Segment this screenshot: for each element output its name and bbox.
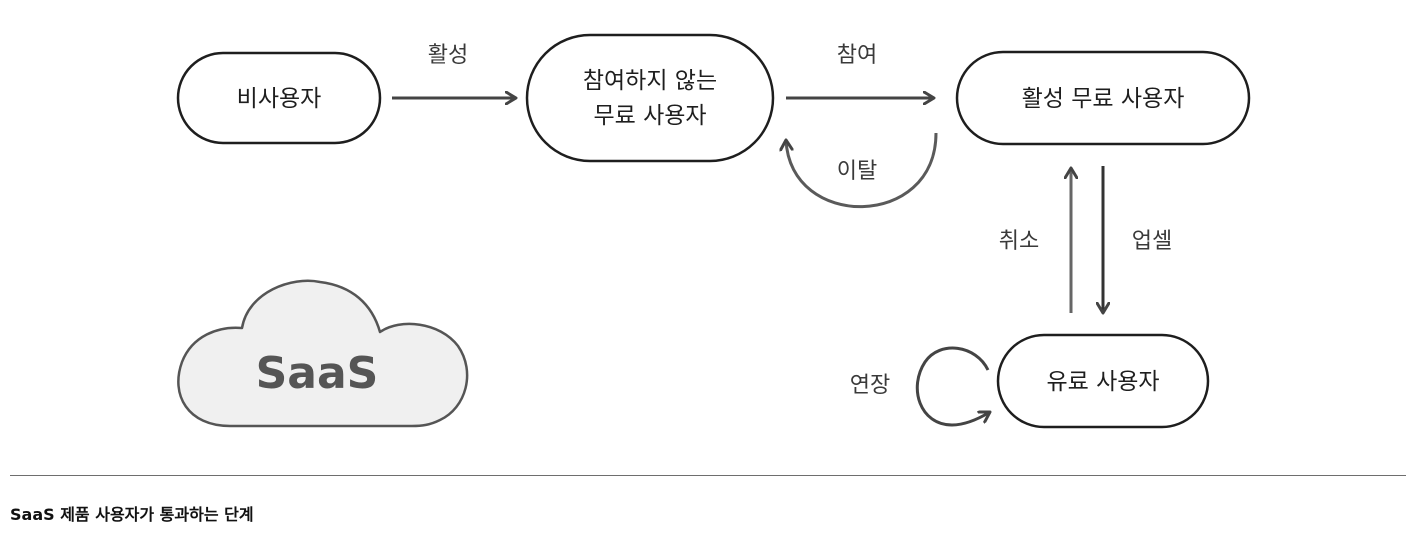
edge-renew: 연장 <box>850 346 990 427</box>
arrow-renew-loop <box>915 346 990 427</box>
arrow-churn <box>786 132 938 209</box>
edge-activate: 활성 <box>392 43 516 98</box>
edge-upsell: 업셀 <box>1103 166 1172 313</box>
node-active-free-user: 활성 무료 사용자 <box>955 50 1251 146</box>
edge-churn-label: 이탈 <box>837 159 877 184</box>
cloud-shape <box>177 279 469 428</box>
node-non-user-label: 비사용자 <box>237 86 322 112</box>
node-active-free-label: 활성 무료 사용자 <box>1022 86 1185 112</box>
node-paid-user: 유료 사용자 <box>996 333 1210 429</box>
node-inactive-free-user: 참여하지 않는 무료 사용자 <box>525 33 775 163</box>
edge-cancel: 취소 <box>999 168 1071 313</box>
edge-engage-label: 참여 <box>837 43 877 68</box>
edge-engage: 참여 <box>786 43 934 98</box>
saas-cloud: SaaS <box>177 279 469 428</box>
cloud-label: SaaS <box>256 348 379 399</box>
edge-cancel-label: 취소 <box>999 229 1039 254</box>
caption-divider <box>10 475 1406 476</box>
edge-churn: 이탈 <box>786 132 938 209</box>
edge-activate-label: 활성 <box>428 43 468 68</box>
edge-renew-label: 연장 <box>850 373 890 398</box>
node-paid-label: 유료 사용자 <box>1046 369 1159 395</box>
node-inactive-free-label-line2: 무료 사용자 <box>593 103 706 129</box>
node-non-user: 비사용자 <box>176 51 382 145</box>
figure-caption: SaaS 제품 사용자가 통과하는 단계 <box>10 505 254 524</box>
node-inactive-free-label-line1: 참여하지 않는 <box>583 68 717 94</box>
edge-upsell-label: 업셀 <box>1132 229 1172 254</box>
